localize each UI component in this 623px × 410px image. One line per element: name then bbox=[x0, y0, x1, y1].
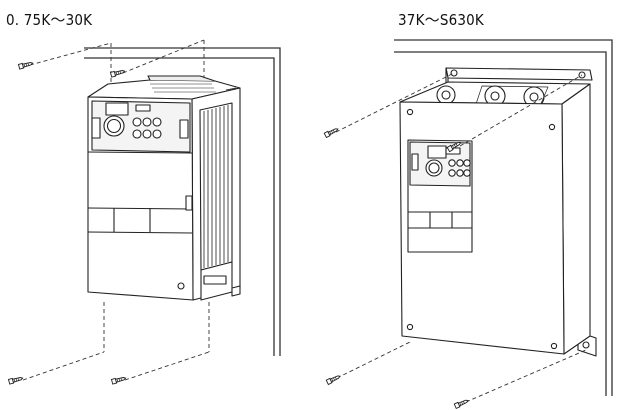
left-wall bbox=[84, 47, 281, 356]
left-model-range-label: 0. 75K～30K bbox=[6, 11, 93, 29]
right-model-range-label: 37K～S630K bbox=[398, 11, 484, 29]
large-inverter-unit bbox=[399, 67, 597, 357]
right-wall bbox=[394, 39, 613, 396]
small-inverter-unit bbox=[87, 75, 241, 301]
right-mounting-guides bbox=[335, 72, 587, 403]
